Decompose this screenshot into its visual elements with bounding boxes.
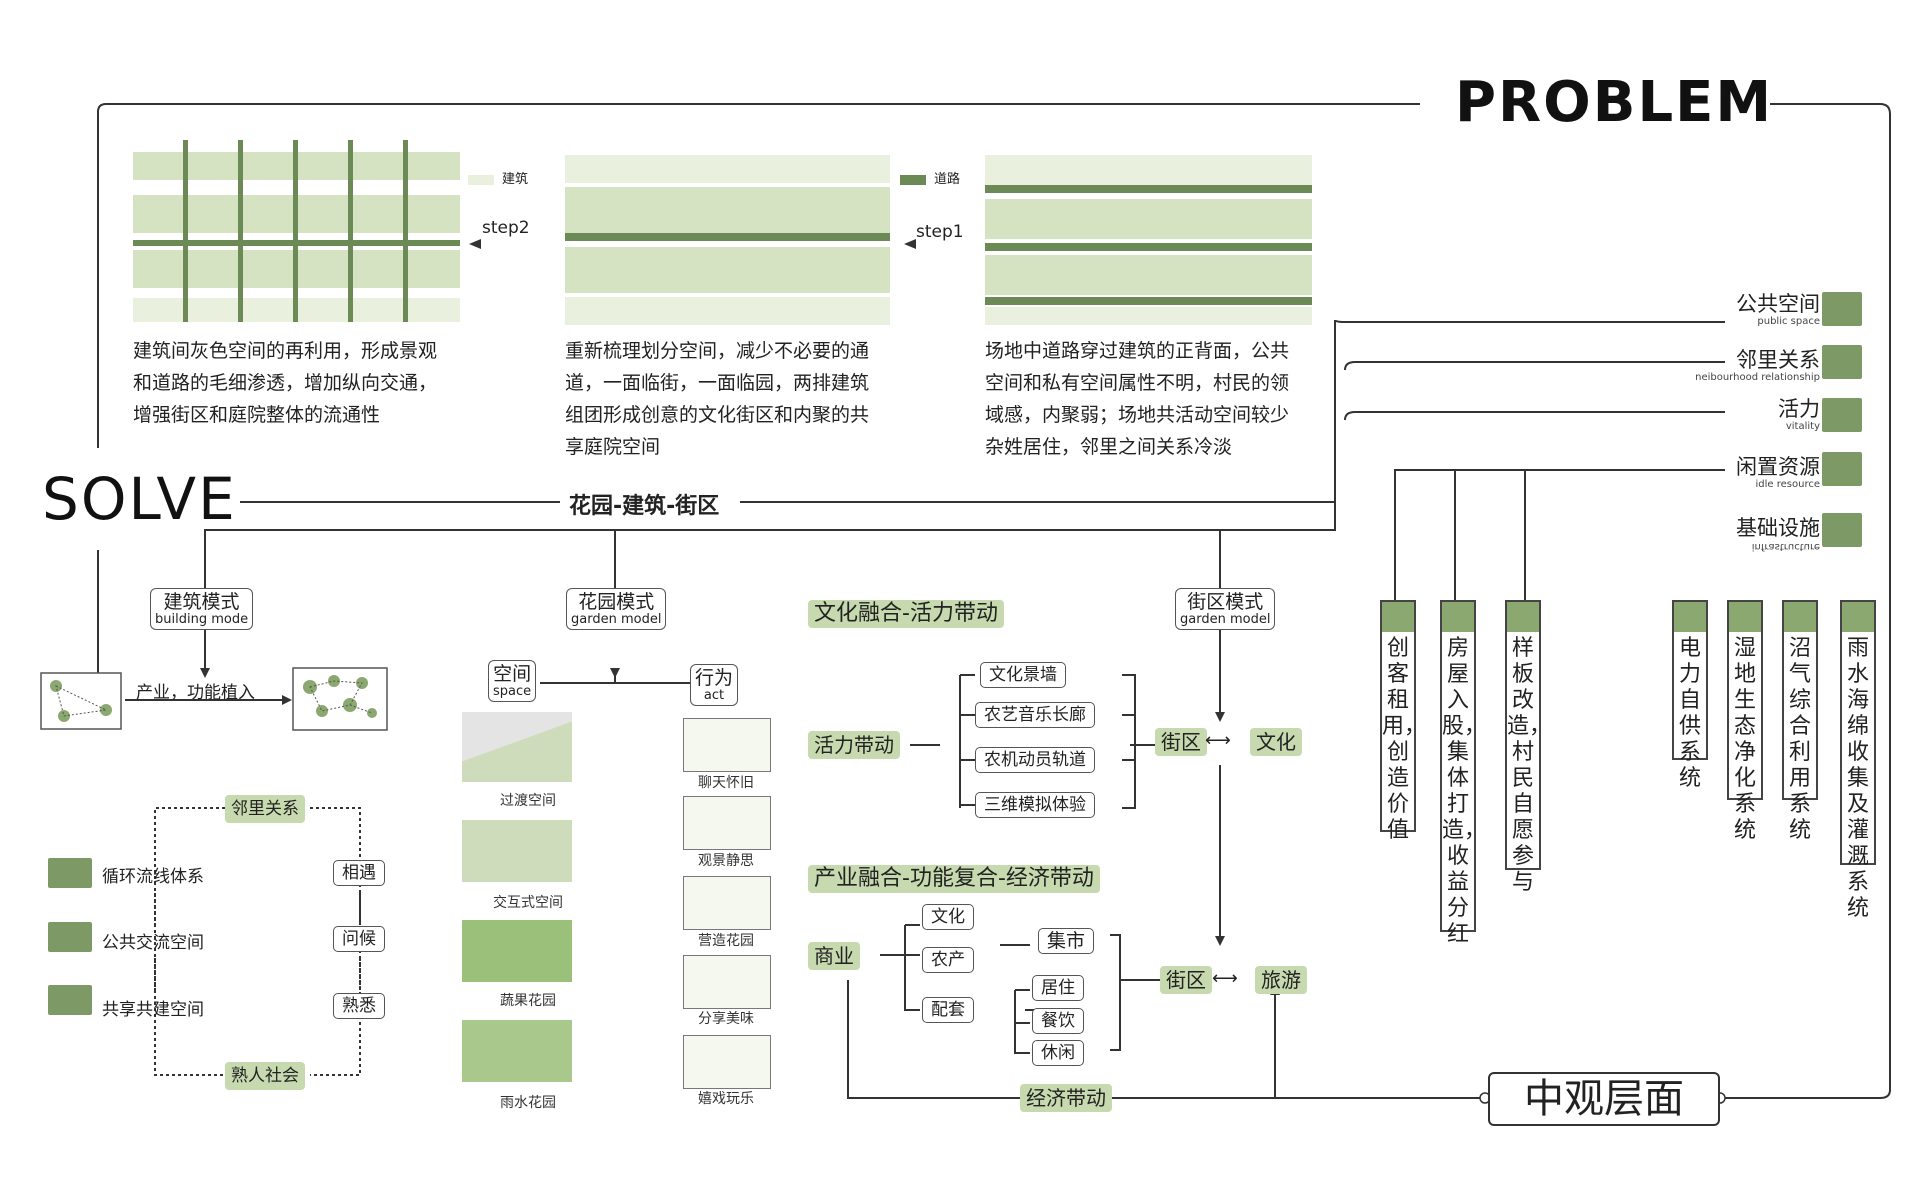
interactive-space-caption: 交互式空间 [493, 895, 563, 911]
share-food-caption: 分享美味 [698, 1011, 754, 1027]
plan-diagram-original [985, 155, 1312, 325]
plan-diagram-step2 [133, 140, 460, 322]
play-illustration [683, 1035, 771, 1089]
leisure-box: 休闲 [1032, 1040, 1084, 1066]
dining-box: 餐饮 [1032, 1008, 1084, 1034]
function-implant-label: 产业，功能植入 [136, 683, 255, 703]
living-box: 居住 [1032, 975, 1084, 1001]
storefront-icon [1507, 602, 1539, 632]
vtag-house-share: 房屋入股，集体打造，收益分红 [1440, 600, 1486, 947]
vtag-biogas: 沼气综合利用系统 [1782, 600, 1818, 843]
public-exchange-label: 公共交流空间 [102, 933, 204, 953]
transition-space-caption: 过渡空间 [500, 793, 556, 809]
culture-sub-box: 文化 [922, 904, 974, 930]
double-arrow-2: ⟷ [1212, 968, 1238, 989]
culture-tag: 文化 [1250, 728, 1302, 756]
build-garden-illustration [683, 876, 771, 930]
people-icon [1822, 345, 1862, 379]
vtag-maker-rent: 创客租用，创造价值 [1380, 600, 1426, 843]
industry-fusion-title: 产业融合-功能复合-经济带动 [808, 865, 1100, 893]
contemplate-illustration [683, 796, 771, 850]
paragraph-right: 场地中道路穿过建筑的正背面，公共空间和私有空间属性不明，村民的领域感，内聚弱；场… [985, 340, 1290, 458]
house-icon [1822, 452, 1862, 486]
power-pole-icon [1674, 602, 1706, 632]
step1-label: step1 [916, 222, 964, 242]
culture-block-tag: 街区 [1155, 728, 1207, 756]
culture-fusion-title: 文化融合-活力带动 [808, 600, 1004, 628]
culture-wall-box: 文化景墙 [980, 662, 1066, 688]
rain-garden-illustration [462, 1020, 572, 1082]
share-food-illustration [683, 955, 771, 1009]
money-bag-icon [1442, 602, 1474, 632]
shared-build-icon [48, 985, 92, 1015]
interactive-space-illustration [462, 820, 572, 882]
circulation-icon [48, 858, 92, 888]
legend-road: 道路 [900, 168, 960, 187]
paragraph-left: 建筑间灰色空间的再利用，形成景观和道路的毛细渗透，增加纵向交通，增强街区和庭院整… [133, 340, 438, 426]
vtag-model-renovation: 样板改造，村民自愿参与 [1505, 600, 1551, 895]
neighbour-relation-tag: 邻里关系 [225, 795, 305, 823]
person-icon [1382, 602, 1414, 632]
double-arrow: ⟷ [1205, 730, 1231, 751]
problem-title: PROBLEM [1455, 70, 1774, 135]
solve-title: SOLVE [42, 465, 237, 533]
scattered-nodes-diagram [40, 672, 122, 730]
eco-badge-icon [1729, 602, 1761, 632]
vegetable-garden-caption: 蔬果花园 [500, 993, 556, 1009]
vtag-wetland: 湿地生态净化系统 [1727, 600, 1763, 843]
shared-space-label: 共享共建空间 [102, 1000, 204, 1020]
gear-icon [1822, 398, 1862, 432]
chat-illustration [683, 718, 771, 772]
building-icon [1822, 513, 1862, 547]
meet-box: 相遇 [333, 860, 385, 886]
transition-space-illustration [462, 712, 572, 782]
mid-level-title: 中观层面 [1488, 1072, 1720, 1126]
legend-building: 建筑 [468, 168, 528, 187]
step2-label: step2 [482, 218, 530, 238]
center-title: 花园-建筑-街区 [565, 488, 724, 520]
agri-product-box: 农产 [922, 947, 974, 973]
vtag-power-supply: 电力自供系统 [1672, 600, 1708, 791]
vitality-driven-tag: 活力带动 [808, 731, 900, 759]
industry-block-tag: 街区 [1160, 966, 1212, 994]
build-garden-caption: 营造花园 [698, 933, 754, 949]
chat-caption: 聊天怀旧 [698, 775, 754, 791]
paragraph-mid: 重新梳理划分空间，减少不必要的通道，一面临街，一面临园，两排建筑组团形成创意的文… [565, 340, 870, 458]
machinery-track-box: 农机动员轨道 [975, 747, 1095, 773]
music-corridor-box: 农艺音乐长廊 [975, 702, 1095, 728]
rain-garden-caption: 雨水花园 [500, 1095, 556, 1111]
greet-box: 问候 [333, 926, 385, 952]
exchange-icon [48, 922, 92, 952]
familiar-box: 熟悉 [333, 993, 385, 1019]
vtag-rain-sponge: 雨水海绵收集及灌溉系统 [1840, 600, 1876, 921]
contemplate-caption: 观景静思 [698, 853, 754, 869]
acquaintance-society-tag: 熟人社会 [225, 1062, 305, 1090]
plan-diagram-step1 [565, 155, 890, 325]
clustered-nodes-diagram [292, 667, 388, 731]
circulation-system-label: 循环流线体系 [102, 867, 204, 887]
market-box: 集市 [1038, 928, 1095, 954]
rain-cloud-icon [1842, 602, 1874, 632]
economy-driven-tag: 经济带动 [1020, 1084, 1112, 1112]
tank-icon [1784, 602, 1816, 632]
vegetable-garden-illustration [462, 920, 572, 982]
3d-experience-box: 三维模拟体验 [975, 792, 1095, 818]
play-caption: 嬉戏玩乐 [698, 1091, 754, 1107]
grid-icon [1822, 292, 1862, 326]
tourism-tag: 旅游 [1255, 966, 1307, 994]
support-box: 配套 [922, 997, 974, 1023]
commerce-tag: 商业 [808, 942, 860, 970]
